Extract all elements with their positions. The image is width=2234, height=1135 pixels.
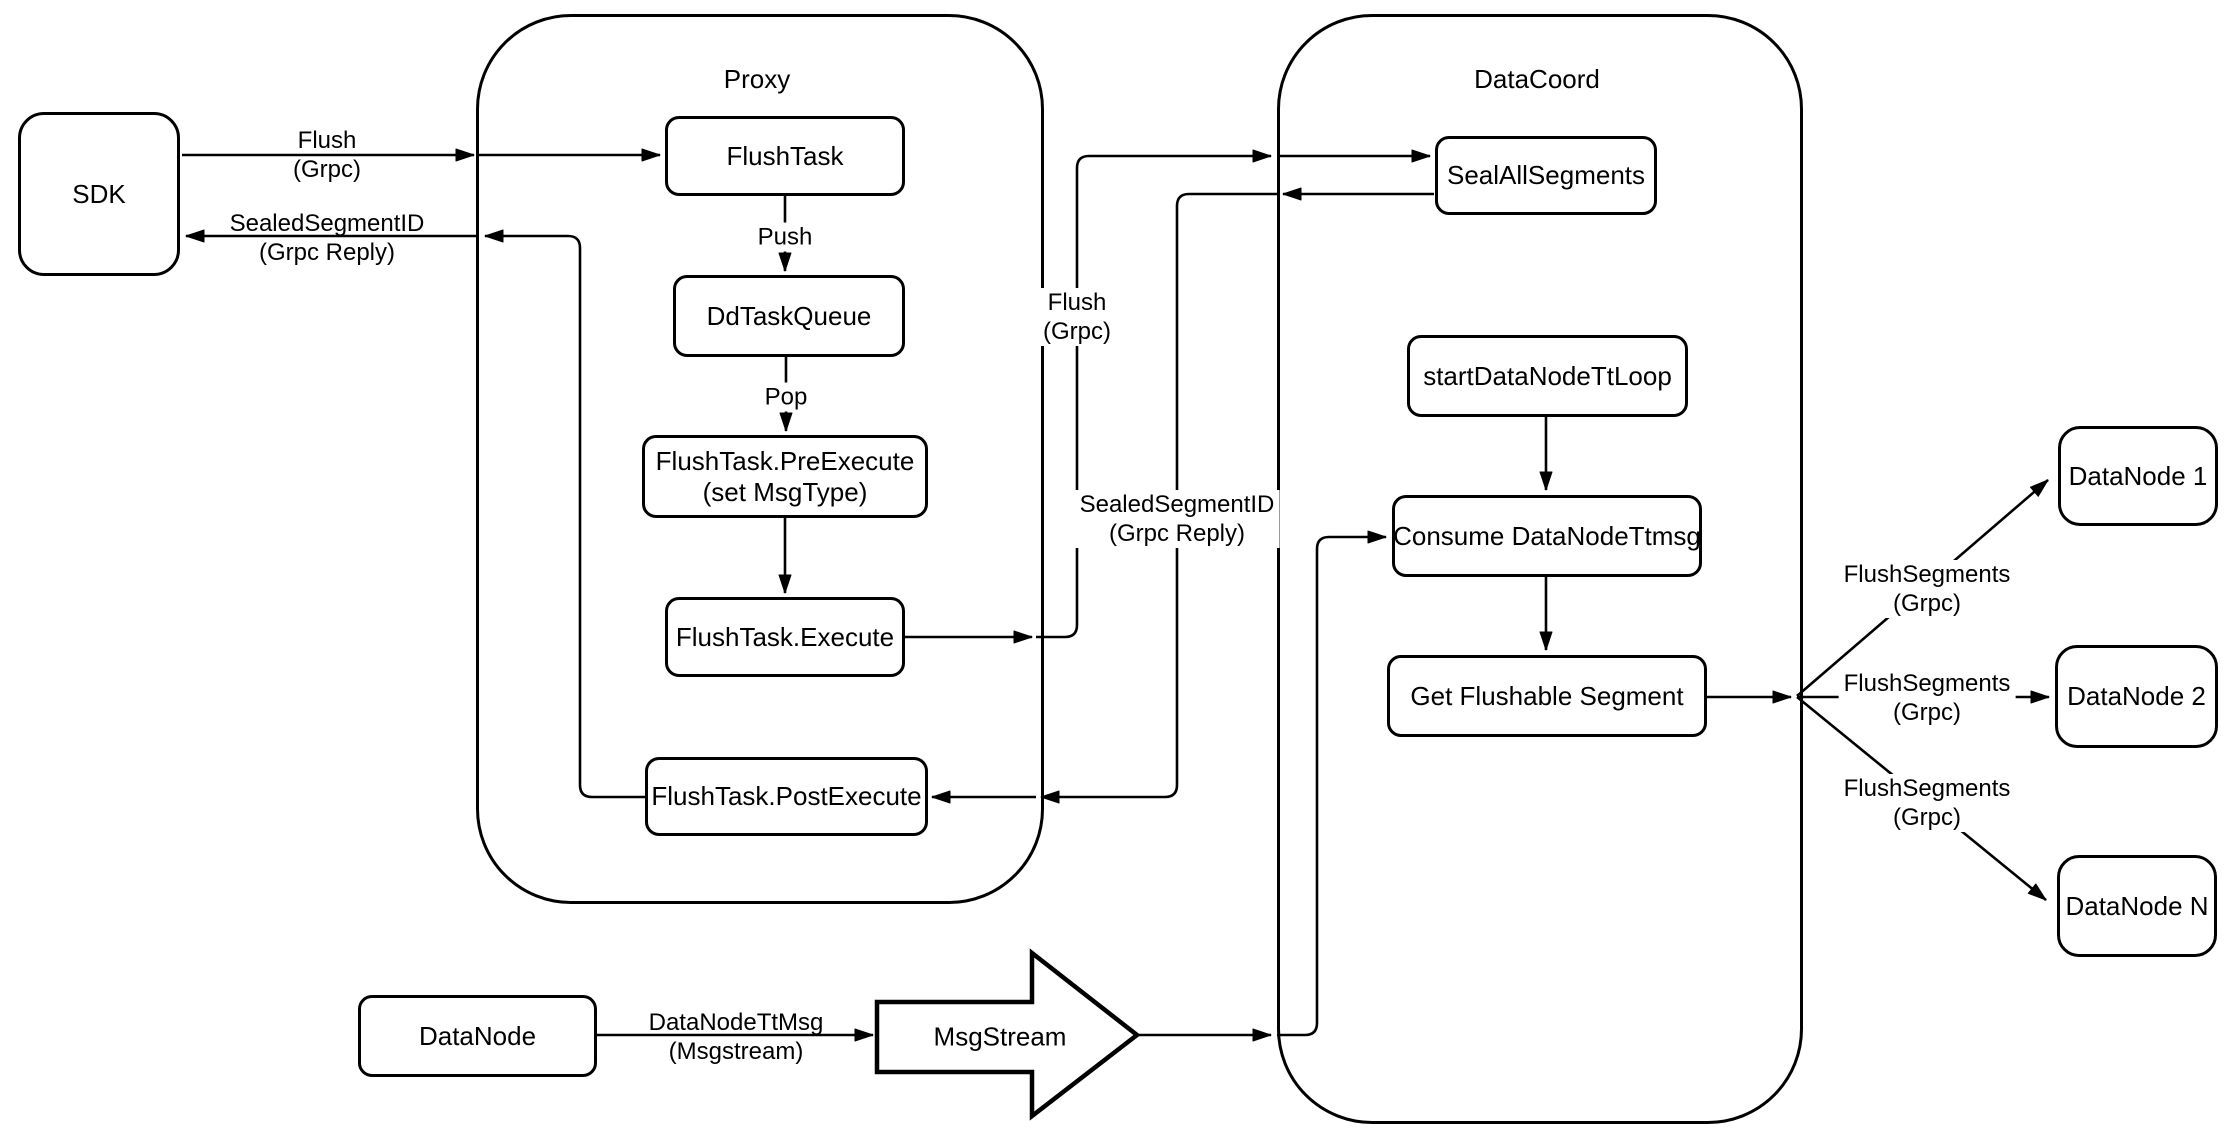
node-flushtask: FlushTask: [665, 116, 905, 196]
edge-label-line: SealedSegmentID: [229, 210, 425, 237]
edge-label-pop: Pop: [759, 382, 813, 412]
edge-label-line: FlushSegments: [1843, 561, 2011, 588]
node-sealallsegments: SealAllSegments: [1435, 136, 1657, 215]
node-flushtask-execute: FlushTask.Execute: [665, 597, 905, 677]
edge-label-line: (Msgstream): [668, 1038, 804, 1065]
edge-flush-grpc-to-datacoord: [1036, 149, 1272, 639]
edge-label-line: FlushSegments: [1843, 775, 2011, 802]
node-datanode-1: DataNode 1: [2058, 426, 2218, 526]
node-datanode-n: DataNode N: [2057, 855, 2217, 957]
edge-label-push: Push: [752, 222, 818, 252]
edge-label-line: FlushSegments: [1843, 670, 2011, 697]
edge-label-flush-grpc-mid: Flush (Grpc): [1038, 288, 1116, 346]
edge-postexecute-to-proxy-edge: [484, 229, 645, 799]
edge-label-line: Flush: [1047, 289, 1107, 316]
proxy-group-title: Proxy: [723, 64, 791, 94]
datacoord-group-container: [1277, 14, 1803, 1124]
node-ddtaskqueue: DdTaskQueue: [673, 275, 905, 357]
edge-label-flushsegments-2: FlushSegments (Grpc): [1838, 669, 2016, 727]
node-datanode-2: DataNode 2: [2055, 645, 2218, 748]
node-flushtask-preexecute-line1: FlushTask.PreExecute: [655, 445, 915, 476]
node-flushtask-postexecute: FlushTask.PostExecute: [645, 757, 928, 836]
node-flushtask-preexecute-line2: (set MsgType): [702, 476, 868, 507]
edge-label-line: (Grpc): [293, 156, 361, 183]
edge-label-line: Flush: [297, 127, 357, 154]
node-get-flushable-segment: Get Flushable Segment: [1387, 655, 1707, 737]
edge-label-line: (Grpc): [1043, 318, 1111, 345]
node-flushtask-preexecute: FlushTask.PreExecute (set MsgType): [642, 435, 928, 518]
node-consume-datanodettmsg: Consume DataNodeTtmsg: [1392, 495, 1702, 577]
edge-label-line: (Grpc Reply): [258, 239, 396, 266]
edge-label-flush-grpc-sdk: Flush (Grpc): [293, 126, 361, 184]
edge-label-line: DataNodeTtMsg: [648, 1009, 824, 1036]
edge-label-line: (Grpc Reply): [1108, 520, 1246, 547]
datacoord-group-title: DataCoord: [1474, 64, 1600, 94]
edge-label-line: (Grpc): [1893, 699, 1961, 726]
node-datanode-bottom: DataNode: [358, 995, 597, 1077]
msgstream-arrow-shape: [874, 948, 1141, 1121]
edge-label-sealedsegmentid-sdk: SealedSegmentID (Grpc Reply): [230, 209, 425, 267]
edge-label-datanodettmsg: DataNodeTtMsg (Msgstream): [649, 1008, 824, 1066]
proxy-group-container: [476, 14, 1044, 904]
node-sdk: SDK: [18, 112, 180, 276]
edge-label-line: (Grpc): [1893, 804, 1961, 831]
edge-msgstream-to-consume: [1277, 530, 1387, 1037]
edge-label-line: SealedSegmentID: [1079, 491, 1275, 518]
msgstream-arrow-label: MsgStream: [933, 1021, 1067, 1052]
edge-label-sealedsegmentid-mid: SealedSegmentID (Grpc Reply): [1074, 490, 1280, 548]
edge-label-flushsegments-3: FlushSegments (Grpc): [1838, 774, 2016, 832]
edge-label-line: (Grpc): [1893, 590, 1961, 617]
edge-label-flushsegments-1: FlushSegments (Grpc): [1838, 560, 2016, 618]
node-startdatanodettloop: startDataNodeTtLoop: [1407, 335, 1688, 417]
